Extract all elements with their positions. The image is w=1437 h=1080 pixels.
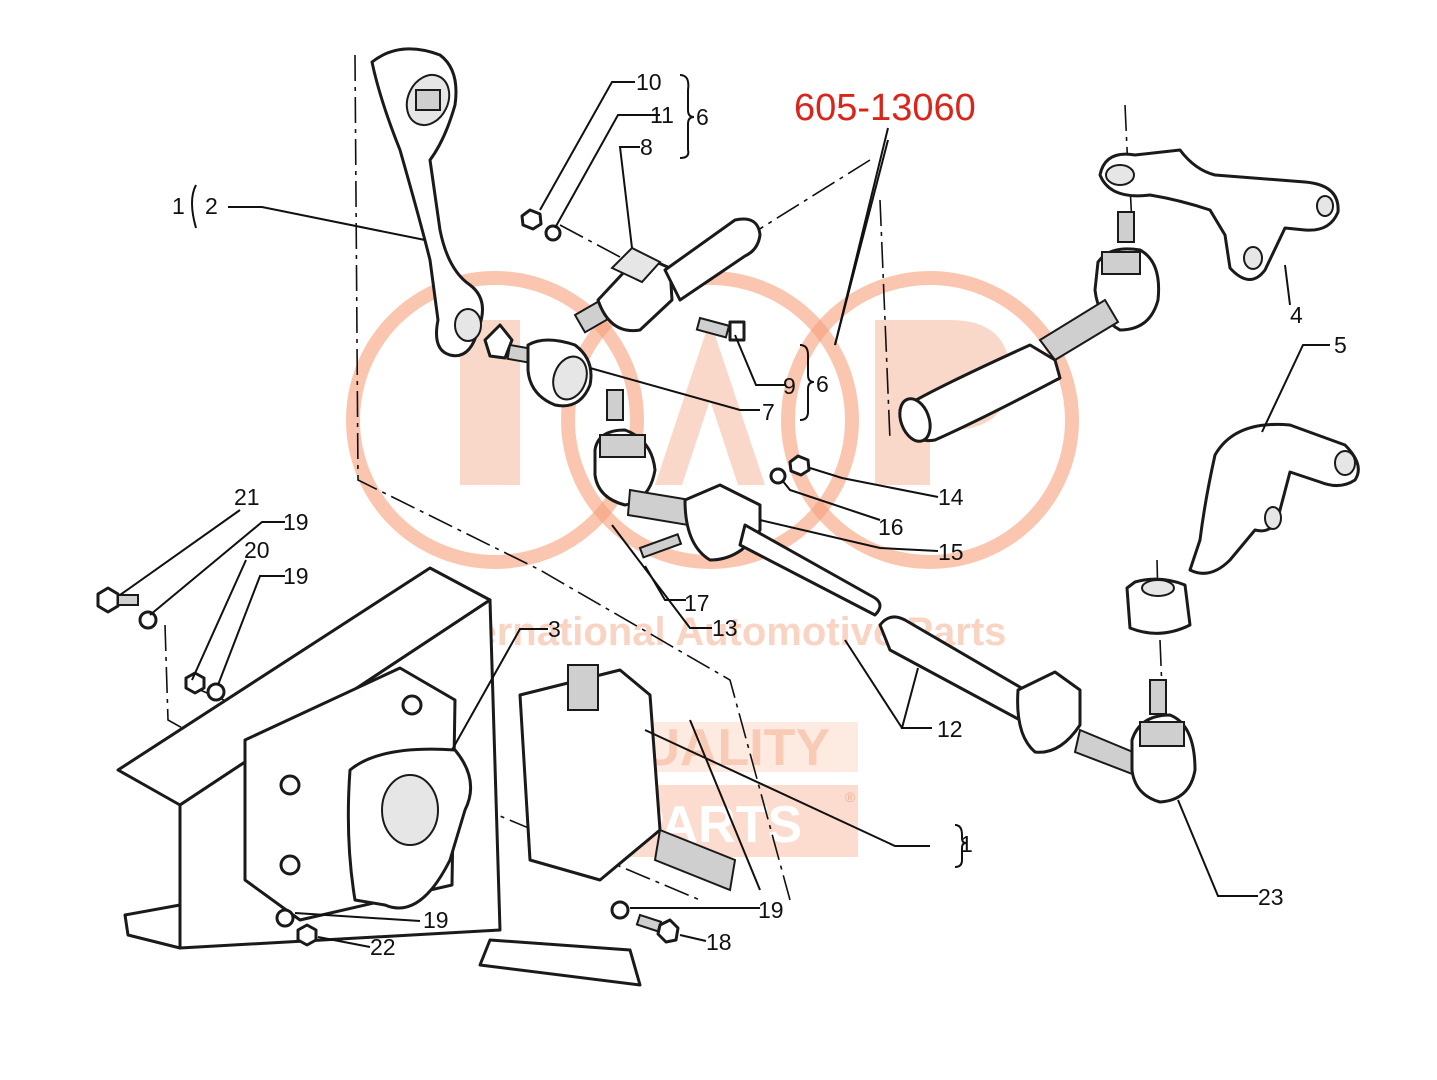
steering-arm-5	[1125, 422, 1360, 635]
callout-12: 12	[937, 716, 963, 742]
watermark-registered-mark: ®	[845, 789, 856, 805]
pitman-arm	[370, 47, 484, 358]
callout-19-c: 19	[758, 897, 784, 923]
callout-14: 14	[938, 484, 964, 510]
callout-21: 21	[234, 484, 260, 510]
steering-box-frame	[116, 566, 737, 987]
callout-11: 11	[650, 102, 674, 128]
callout-4: 4	[1290, 302, 1303, 328]
callout-2: 2	[205, 193, 218, 219]
watermark-ring-left	[346, 271, 644, 569]
fasteners-lower	[96, 586, 680, 947]
callout-19-d: 19	[423, 907, 449, 933]
callout-6-lower: 6	[816, 371, 829, 397]
middle-tie-rod	[593, 389, 882, 617]
tie-rod-end-7	[483, 323, 593, 408]
part-number-leader	[834, 127, 889, 346]
idler-arm-4	[1098, 148, 1340, 281]
callout-1-lower: 1	[960, 831, 973, 857]
watermark-letter-a	[655, 320, 765, 485]
callout-19-b: 19	[283, 563, 309, 589]
callout-16: 16	[878, 514, 904, 540]
callout-3: 3	[548, 616, 561, 642]
callout-1: 1	[172, 193, 185, 219]
leader-lines	[119, 74, 1330, 948]
callout-20: 20	[244, 537, 270, 563]
callout-8: 8	[640, 134, 653, 160]
callout-10: 10	[636, 69, 662, 95]
callout-15: 15	[938, 539, 964, 565]
callout-23: 23	[1258, 884, 1284, 910]
watermark-ring-right	[781, 271, 1079, 569]
callout-18: 18	[706, 929, 732, 955]
tie-rod-end-upper-right	[898, 211, 1161, 443]
callout-17: 17	[684, 590, 710, 616]
lower-tie-rod	[878, 615, 1197, 804]
callout-6-upper: 6	[696, 104, 709, 130]
callout-9: 9	[783, 373, 796, 399]
callout-13: 13	[712, 615, 738, 641]
callout-5: 5	[1334, 332, 1347, 358]
callout-labels: 1 2 10 11 6 8 4 5 9 6 7 14 16 15 21 19 2…	[172, 69, 1347, 960]
nut-washer-10-11	[520, 208, 562, 242]
part-number-label: 605-13060	[794, 87, 976, 129]
callout-19-a: 19	[283, 509, 309, 535]
callout-7: 7	[762, 399, 775, 425]
callout-22: 22	[370, 934, 396, 960]
